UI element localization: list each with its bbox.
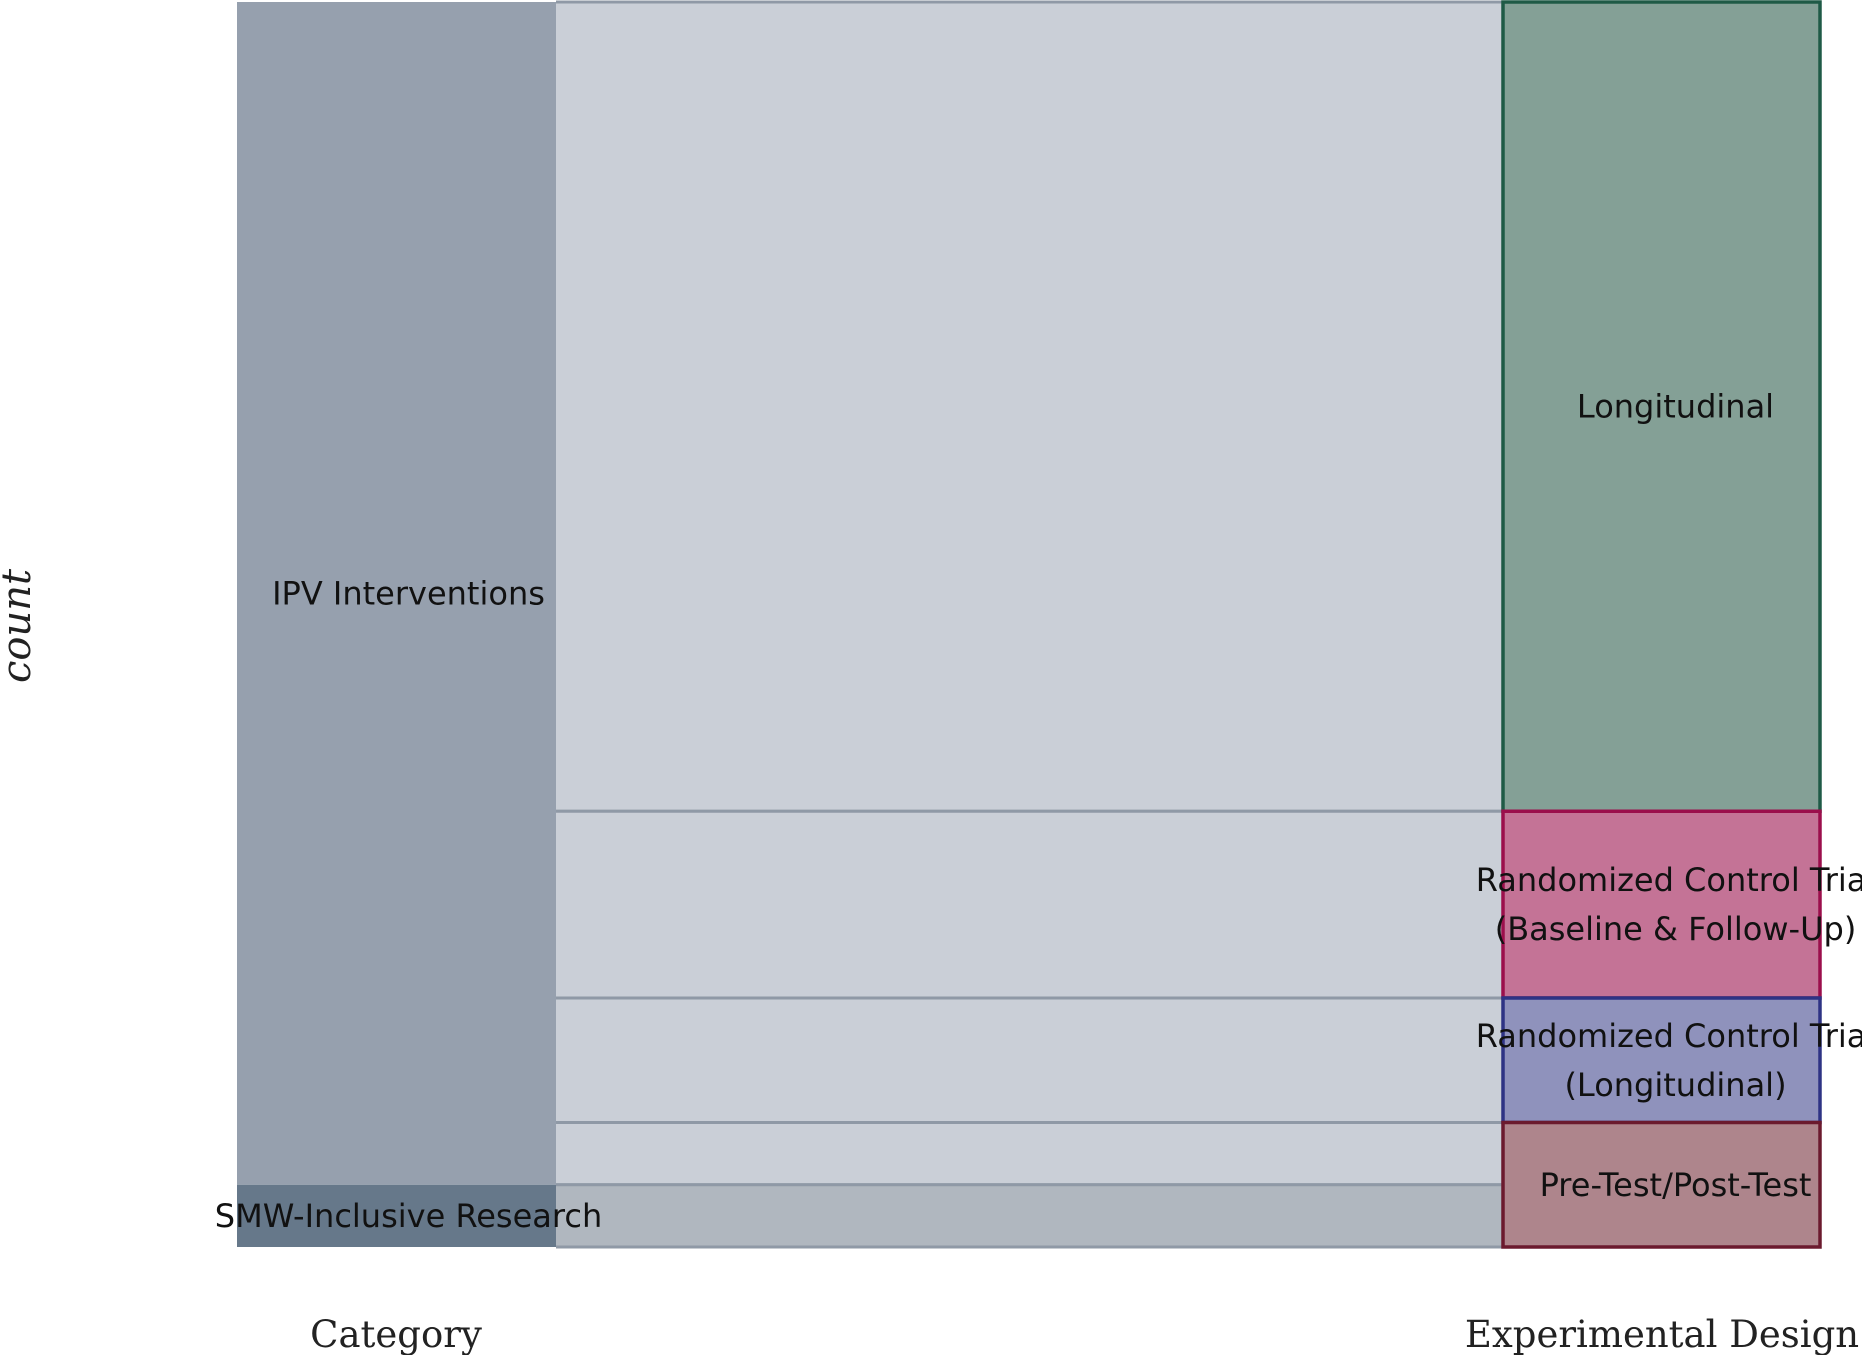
design-node-longitudinal bbox=[1501, 0, 1822, 813]
design-node-pre-test-post-test-label-line-1: Pre-Test/Post-Test bbox=[1540, 1166, 1812, 1204]
flow-ipv-interventions-to-randomized-control-trial-longitudinal bbox=[556, 998, 1503, 1123]
design-node-randomized-control-trial-baseline-follow-up-label-line-1: Randomized Control Trial bbox=[1476, 861, 1862, 899]
design-node-pre-test-post-test bbox=[1501, 1120, 1822, 1249]
category-node-smw-inclusive-research bbox=[237, 1184, 556, 1247]
category-node-smw-inclusive-research-label: SMW-Inclusive Research bbox=[215, 1197, 602, 1235]
design-node-randomized-control-trial-baseline-follow-up-label-line-2: (Baseline & Follow-Up) bbox=[1495, 910, 1857, 948]
flow-ipv-interventions-to-pre-test-post-test bbox=[556, 1122, 1503, 1185]
design-node-randomized-control-trial-longitudinal-label-line-2: (Longitudinal) bbox=[1564, 1066, 1786, 1104]
x-axis-label-category: Category bbox=[310, 1313, 482, 1355]
flow-smw-inclusive-research-to-pre-test-post-test bbox=[556, 1184, 1503, 1247]
category-node-ipv-interventions bbox=[237, 2, 556, 1185]
flow-ipv-interventions-to-randomized-control-trial-baseline-follow-up bbox=[556, 811, 1503, 998]
category-node-ipv-interventions-label: IPV Interventions bbox=[272, 574, 545, 612]
y-axis-title: count bbox=[0, 568, 40, 683]
design-node-longitudinal-label-line-1: Longitudinal bbox=[1577, 388, 1774, 426]
design-node-randomized-control-trial-longitudinal-label-line-1: Randomized Control Trial bbox=[1476, 1017, 1862, 1055]
flow-ipv-interventions-to-longitudinal bbox=[556, 2, 1503, 812]
x-axis-label-experimental-design: Experimental Design bbox=[1465, 1313, 1859, 1355]
flows bbox=[556, 0, 1503, 1249]
design-node-randomized-control-trial-baseline-follow-up bbox=[1501, 809, 1822, 1000]
